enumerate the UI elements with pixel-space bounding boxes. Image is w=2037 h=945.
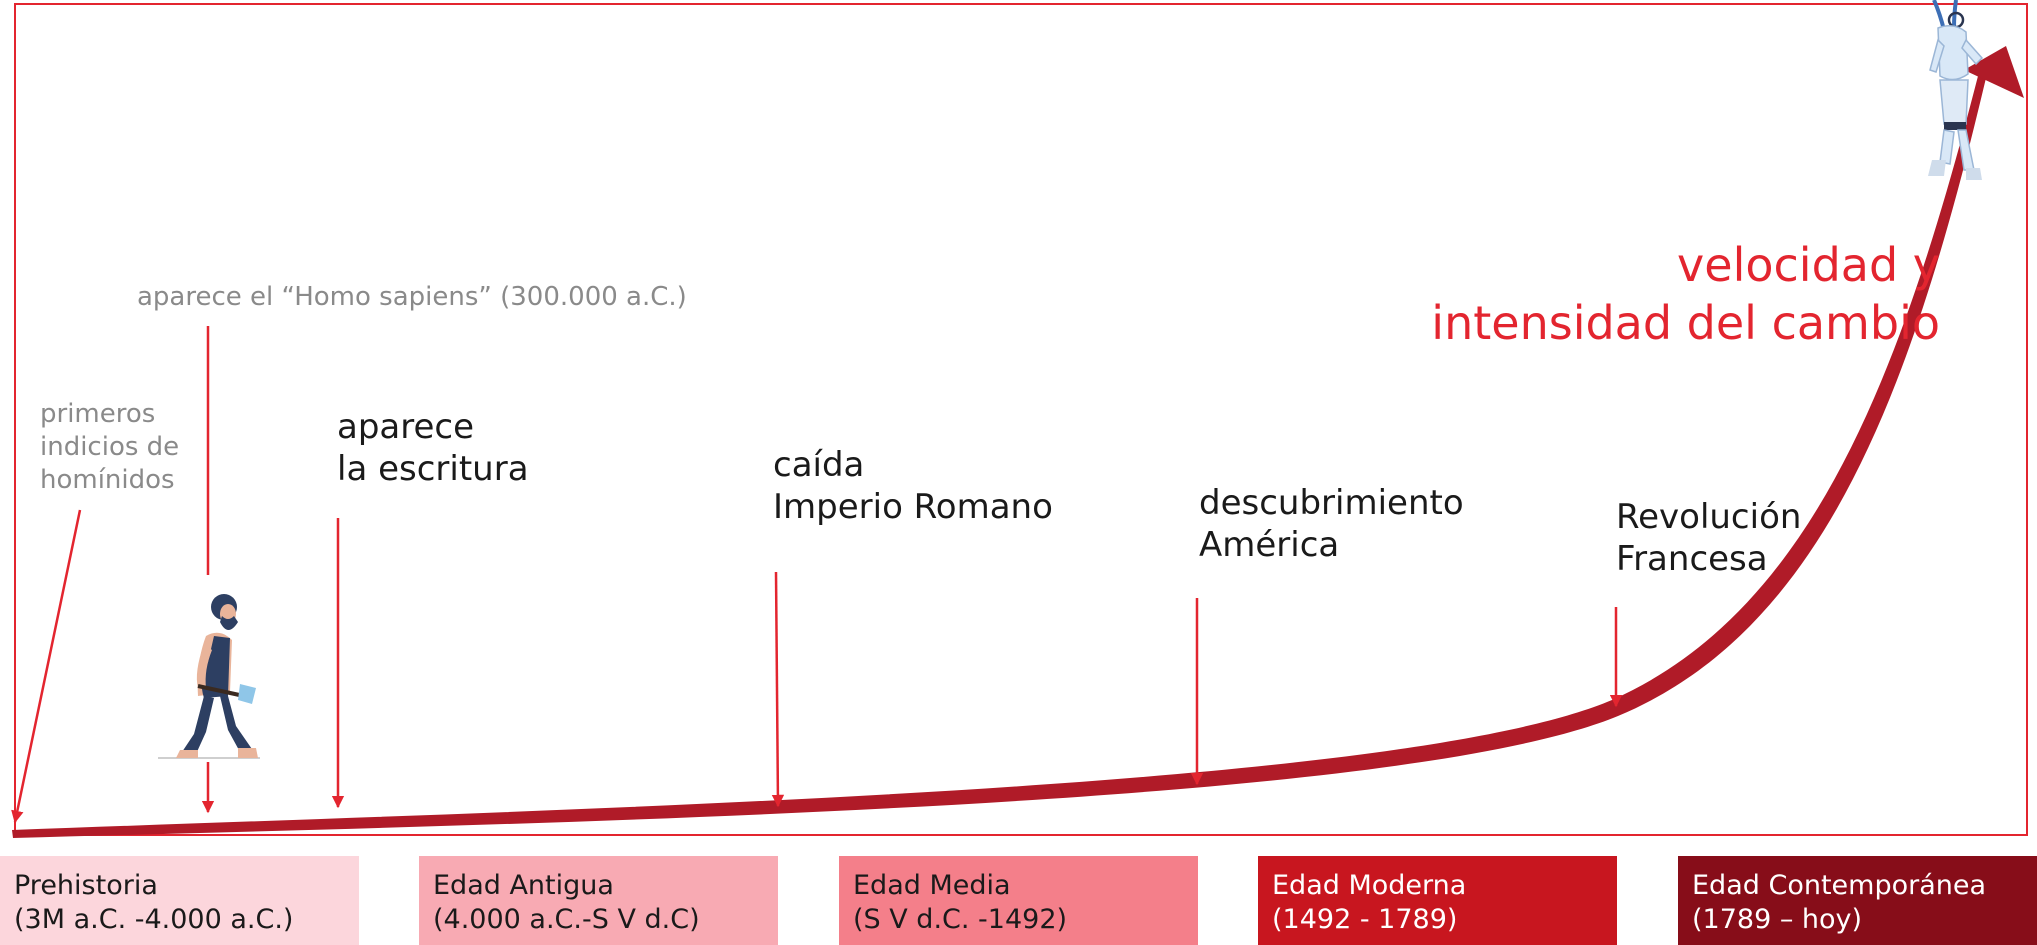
- era-edad-moderna: Edad Moderna (1492 - 1789): [1258, 856, 1617, 945]
- title-line-2: intensidad del cambio: [1431, 296, 1940, 351]
- event-hominids-line-3: homínidos: [40, 465, 175, 496]
- era-prehistoria: Prehistoria (3M a.C. -4.000 a.C.): [0, 856, 359, 945]
- event-america-label: descubrimiento América: [1199, 482, 1464, 566]
- arrow-rome: [771, 571, 785, 808]
- event-writing-label: aparece la escritura: [337, 406, 529, 490]
- event-rome-line-2: Imperio Romano: [773, 487, 1053, 528]
- event-america-line-2: América: [1199, 525, 1340, 566]
- title-line-1: velocidad y: [1677, 238, 1940, 292]
- event-rome-label: caída Imperio Romano: [773, 444, 1053, 528]
- era-edad-antigua: Edad Antigua (4.000 a.C.-S V d.C): [419, 856, 778, 945]
- era-range: (4.000 a.C.-S V d.C): [433, 904, 700, 936]
- era-range: (1492 - 1789): [1272, 904, 1458, 936]
- era-edad-contemporanea: Edad Contemporánea (1789 – hoy): [1678, 856, 2037, 945]
- era-range: (S V d.C. -1492): [853, 904, 1068, 936]
- diagram-title: velocidad y intensidad del cambio: [1431, 236, 1940, 353]
- event-america-line-1: descubrimiento: [1199, 483, 1464, 523]
- era-name: Edad Moderna: [1272, 870, 1467, 901]
- event-revolution-line-1: Revolución: [1616, 497, 1802, 537]
- robot-illustration: [1928, 0, 1984, 180]
- frame-border: [14, 3, 2028, 836]
- era-name: Edad Contemporánea: [1692, 870, 1987, 901]
- era-name: Prehistoria: [14, 870, 158, 901]
- event-revolution-line-2: Francesa: [1616, 539, 1768, 580]
- change-curve-arrowhead: [1964, 46, 2024, 98]
- event-homo-sapiens-text: aparece el “Homo sapiens” (300.000 a.C.): [137, 282, 687, 312]
- era-range: (1789 – hoy): [1692, 904, 1863, 936]
- arrow-hominids: [11, 509, 82, 824]
- event-revolution-label: Revolución Francesa: [1616, 496, 1801, 580]
- event-homo-sapiens-label: aparece el “Homo sapiens” (300.000 a.C.): [137, 281, 687, 314]
- event-hominids-line-2: indicios de: [40, 432, 180, 463]
- era-range: (3M a.C. -4.000 a.C.): [14, 904, 294, 936]
- caveman-illustration: [158, 594, 260, 759]
- era-name: Edad Antigua: [433, 870, 614, 901]
- event-rome-line-1: caída: [773, 445, 865, 485]
- era-name: Edad Media: [853, 870, 1011, 901]
- event-hominids-line-1: primeros: [40, 399, 156, 429]
- era-edad-media: Edad Media (S V d.C. -1492): [839, 856, 1198, 945]
- event-writing-line-2: la escritura: [337, 449, 529, 490]
- event-hominids-label: primeros indicios de homínidos: [40, 398, 179, 497]
- event-writing-line-1: aparece: [337, 407, 475, 447]
